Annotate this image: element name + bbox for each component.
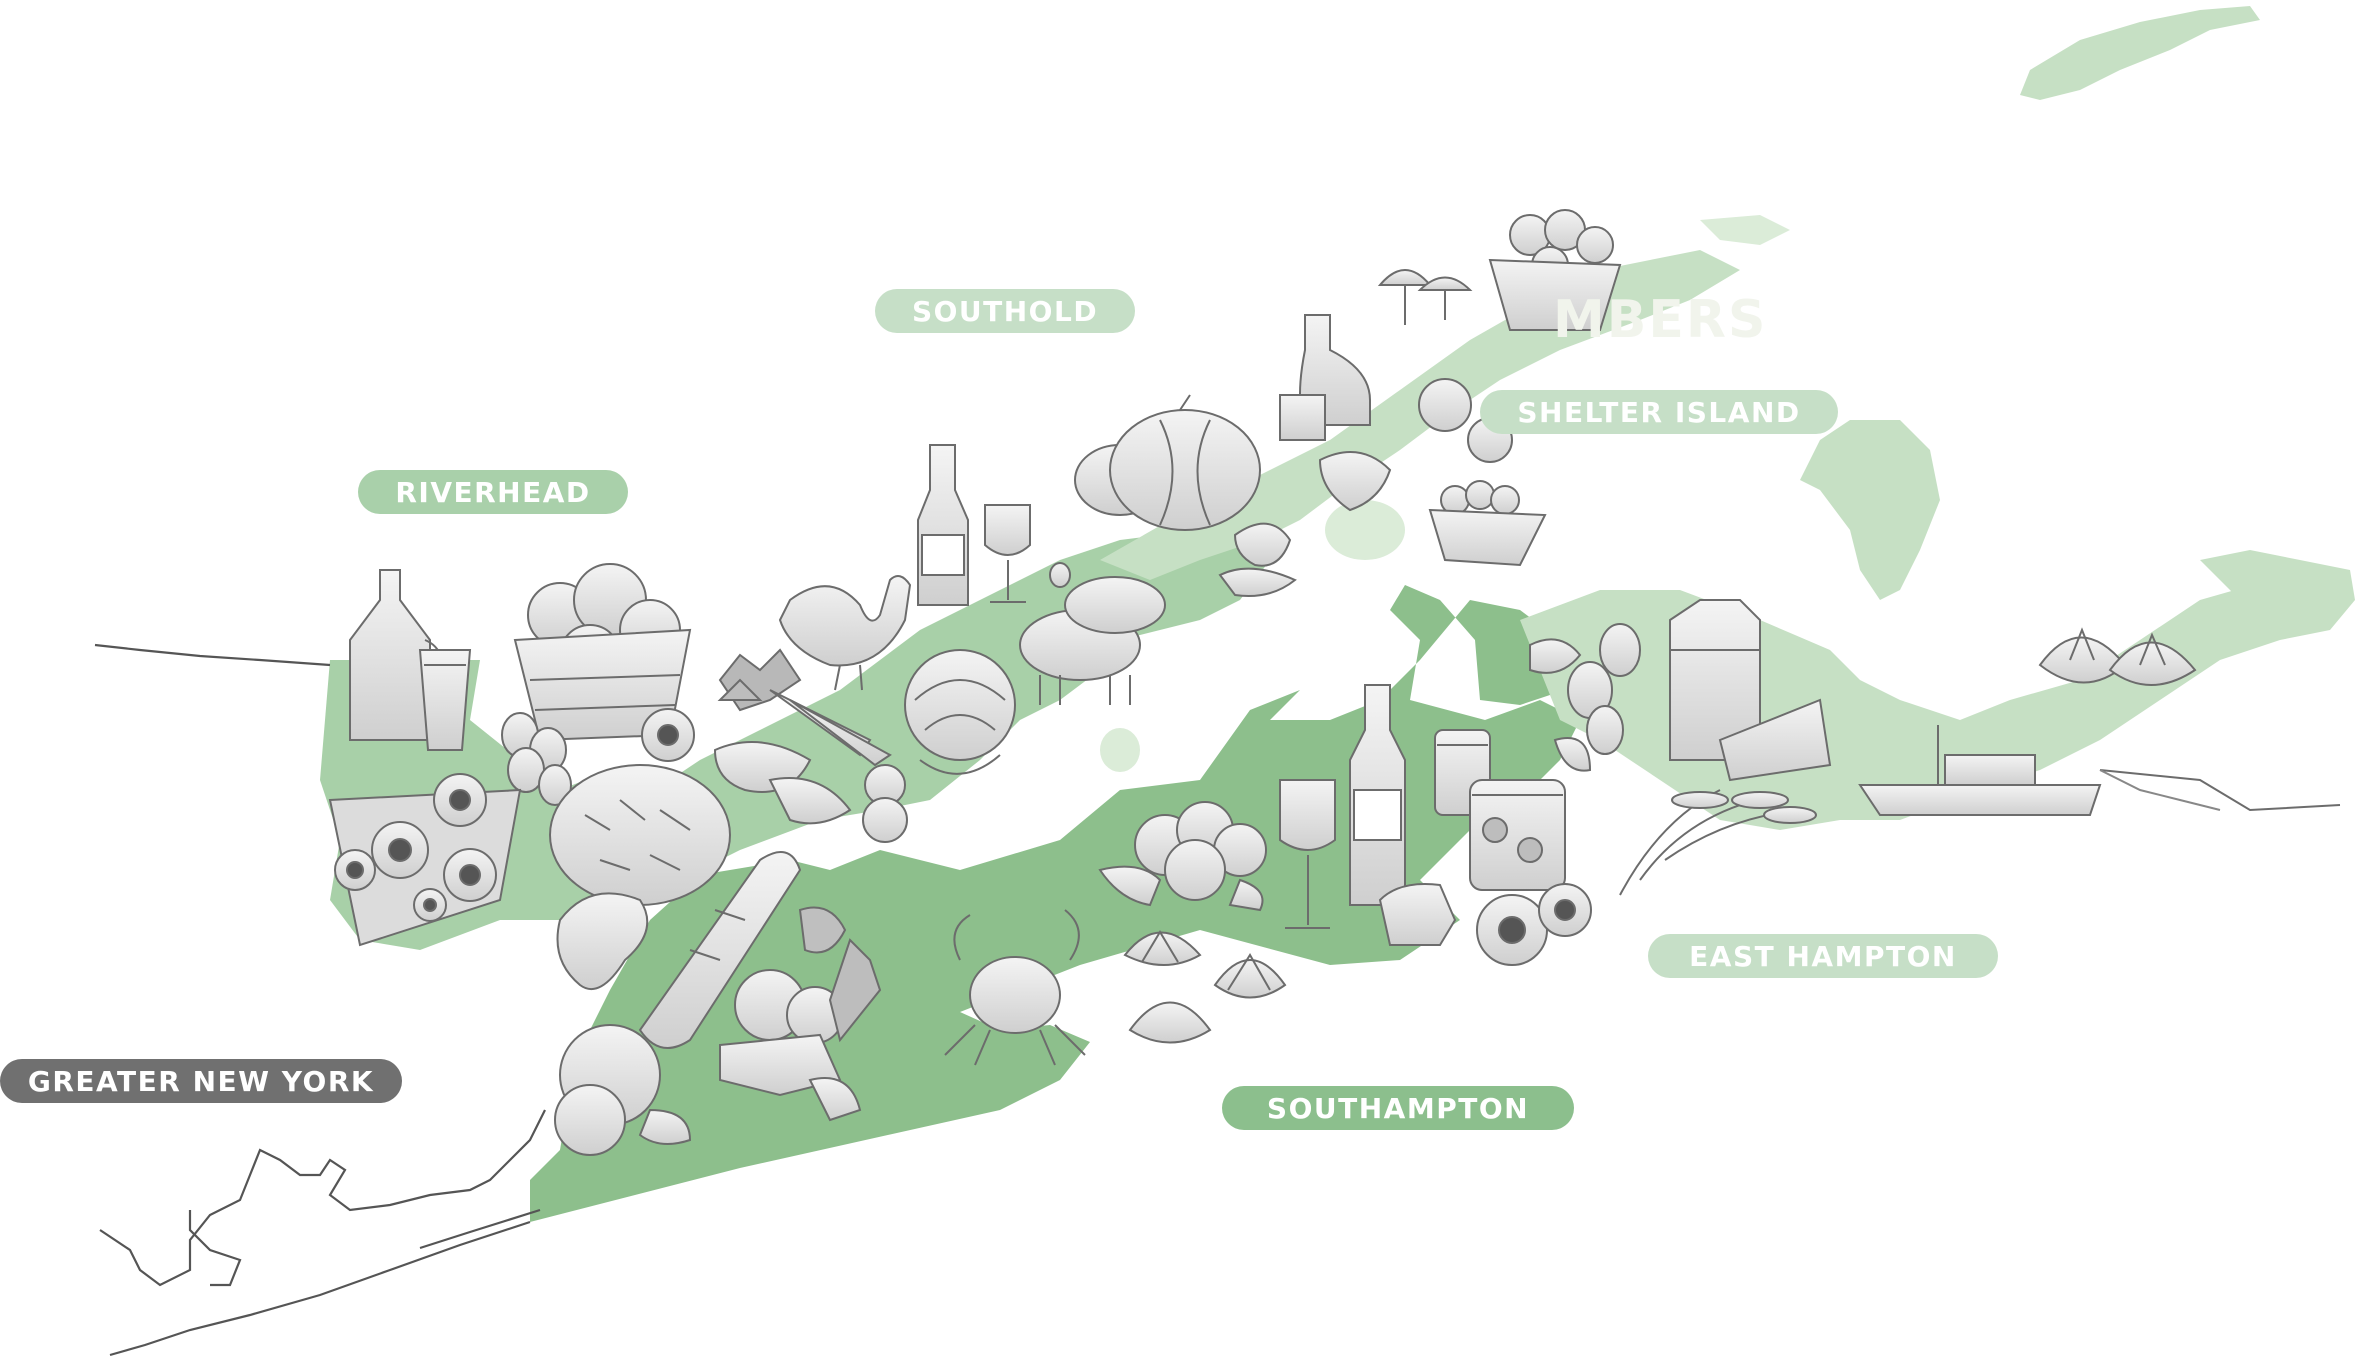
beer-glass-icon: [418, 649, 472, 751]
beets-icon: [862, 764, 908, 843]
montauk-land: [2200, 550, 2355, 610]
region-label-southampton[interactable]: SOUTHAMPTON: [1222, 1086, 1574, 1130]
bread-loaf-icon: [549, 764, 731, 906]
pumpkin-icon: [1074, 394, 1261, 531]
baguette-icon: [638, 851, 802, 1049]
wine-glass-icon: [984, 504, 1031, 603]
strawberry-basket-icon: [1488, 209, 1622, 331]
cheese-icon: [1718, 698, 1832, 782]
whiskey-bottle-icon: [1279, 314, 1371, 441]
chicken-icon: [778, 575, 912, 691]
eggs-icon: [501, 712, 572, 806]
crab-icon: [944, 909, 1086, 1066]
region-label-greater-new-york[interactable]: GREATER NEW YORK: [0, 1059, 402, 1103]
fishing-boat-icon: [1858, 725, 2341, 816]
region-label-shelter-island[interactable]: SHELTER ISLAND: [1480, 390, 1838, 434]
scallop-icon: [2038, 627, 2197, 686]
berry-basket-icon: [1428, 480, 1547, 567]
croissant-icon: [556, 892, 649, 990]
sunflower-icon: [1476, 883, 1592, 966]
spinach-icon: [713, 741, 852, 825]
coastlines: [94, 643, 546, 1357]
milk-carton-icon: [1669, 599, 1761, 761]
cauliflower-icon: [1098, 801, 1267, 912]
peaches-icon: [554, 1024, 692, 1156]
pickle-jar-icon: [1469, 779, 1566, 891]
faded-region-label: MBERS: [1553, 290, 1768, 350]
north-islands: [1700, 215, 1790, 245]
mushroom-icon: [1377, 269, 1473, 325]
clam-icon: [1123, 930, 1287, 1044]
fishers-island: [2020, 6, 2260, 100]
shelter-island-land: [1800, 420, 1940, 600]
apple-basket-icon: [513, 563, 692, 742]
region-label-southold[interactable]: SOUTHOLD: [875, 289, 1135, 333]
vegetables-icon: [719, 906, 882, 1122]
hops-icon: [1529, 623, 1641, 772]
illustrations: [328, 209, 2341, 1156]
wine-bottle-icon: [917, 444, 969, 606]
wine-bottle-icon: [1349, 684, 1406, 906]
wine-glass-icon: [1279, 779, 1336, 929]
flowers-icon: [1318, 378, 1513, 512]
cheese-icon: [1378, 883, 1457, 946]
oyster-icon: [1218, 522, 1297, 597]
cabbage-icon: [904, 649, 1016, 775]
sheep-icon: [1019, 562, 1166, 705]
region-label-east-hampton[interactable]: EAST HAMPTON: [1648, 934, 1998, 978]
sunflower-bouquet-icon: [328, 708, 695, 947]
wheat-icon: [1619, 789, 1817, 896]
carrots-icon: [717, 678, 892, 767]
region-label-riverhead[interactable]: RIVERHEAD: [358, 470, 628, 514]
